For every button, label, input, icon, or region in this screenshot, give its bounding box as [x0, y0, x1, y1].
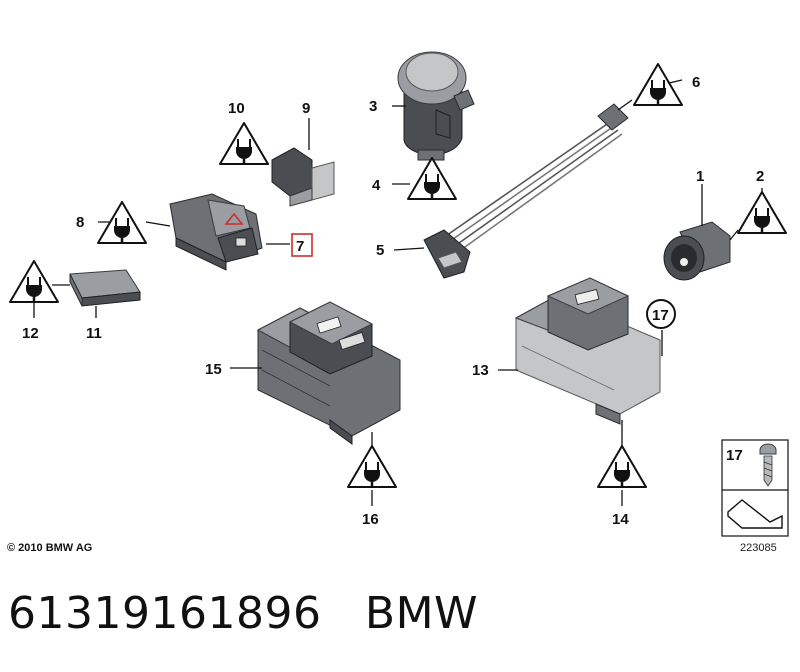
callout-labels: 3 4 5 6 7 8 9 10 11 12 1 2 15 16 13 14 1…	[22, 74, 764, 528]
parts-diagram: 17	[8, 51, 789, 537]
copyright-notice: © 2010 BMW AG	[7, 542, 93, 554]
bar-switch-part	[69, 269, 141, 307]
brake-switch-housing-part	[514, 277, 661, 425]
connector-warning-icon	[736, 190, 788, 235]
brand-name: BMW	[364, 588, 479, 639]
connector-warning-icon	[8, 259, 60, 304]
callout-3[interactable]: 3	[369, 98, 377, 115]
callout-11[interactable]: 11	[86, 325, 102, 342]
callout-7[interactable]: 7	[296, 238, 304, 255]
connector-warning-icon	[406, 156, 458, 201]
callout-16[interactable]: 16	[362, 511, 379, 528]
parking-brake-switch-part	[256, 301, 401, 445]
hazard-switch-part	[169, 193, 263, 271]
legend-box: 17	[721, 439, 789, 537]
callout-12[interactable]: 12	[22, 325, 39, 342]
connector-warning-icon	[346, 444, 398, 489]
ribbon-cable-part	[423, 103, 629, 279]
highlighted-part-box	[291, 233, 313, 257]
callout-9[interactable]: 9	[302, 100, 310, 117]
callout-10[interactable]: 10	[228, 100, 245, 117]
callout-4[interactable]: 4	[372, 177, 381, 194]
callout-14[interactable]: 14	[612, 511, 629, 528]
callout-2[interactable]: 2	[756, 168, 764, 185]
callout-6[interactable]: 6	[692, 74, 700, 91]
footer-caption: 61319161896 BMW	[8, 588, 478, 639]
part-number: 61319161896	[8, 588, 322, 639]
small-switch-part	[271, 147, 335, 207]
ignition-switch-part	[397, 51, 475, 161]
callout-17[interactable]: 17	[652, 307, 669, 324]
callout-1[interactable]: 1	[696, 168, 704, 185]
callout-15[interactable]: 15	[205, 361, 222, 378]
connector-warning-icon	[218, 121, 270, 166]
callout-8[interactable]: 8	[76, 214, 84, 231]
legend-label: 17	[726, 447, 743, 464]
callout-13[interactable]: 13	[472, 362, 489, 379]
circled-callout	[646, 299, 676, 329]
leader-lines	[33, 79, 763, 506]
callout-5[interactable]: 5	[376, 242, 384, 259]
connector-warning-icon	[596, 444, 648, 489]
connector-warning-icon	[632, 62, 684, 107]
round-button-part	[663, 221, 731, 281]
diagram-number: 223085	[740, 542, 777, 554]
